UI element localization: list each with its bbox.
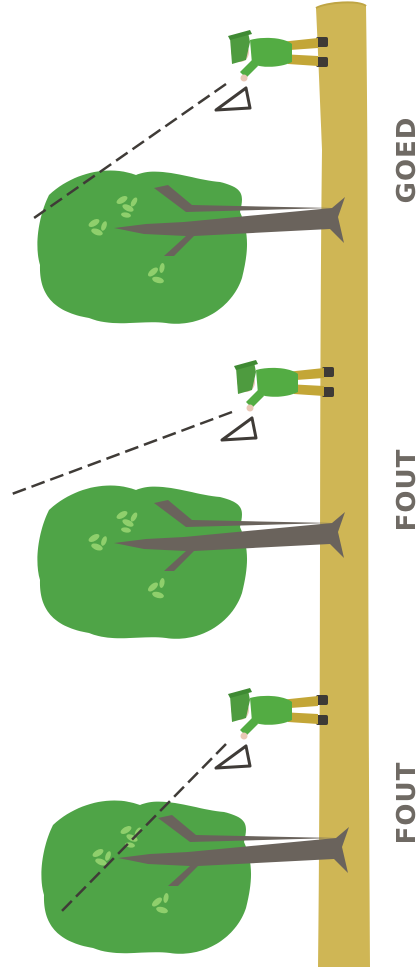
surveyor (222, 360, 334, 440)
verdict-label-wrong: FOUT (392, 449, 418, 532)
verdict-label-wrong: FOUT (392, 762, 418, 845)
ground-strip (316, 2, 370, 967)
tree (41, 801, 349, 954)
surveyor (216, 688, 328, 768)
verdict-label-correct: GOED (392, 117, 418, 204)
panel-2 (12, 360, 345, 639)
panel-3 (41, 688, 349, 954)
tree (37, 486, 345, 639)
tree (37, 171, 345, 324)
sight-line (12, 412, 232, 494)
surveyor (216, 30, 328, 110)
panel-1 (34, 30, 345, 324)
